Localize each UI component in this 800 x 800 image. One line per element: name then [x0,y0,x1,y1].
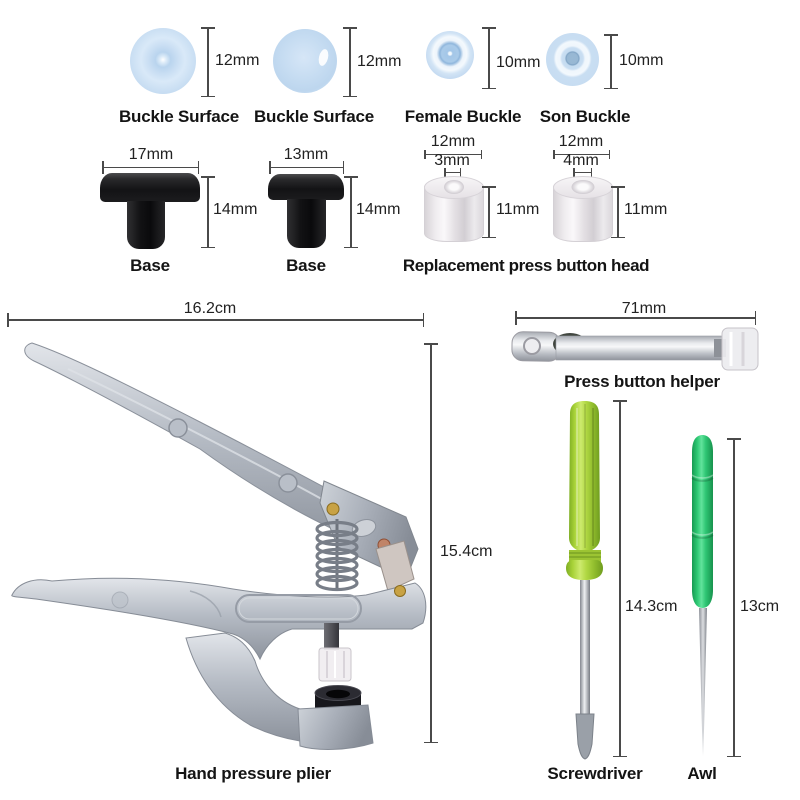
female-buckle-photo [426,31,474,79]
buckle-surface-2-dim-label: 12mm [357,53,402,70]
head-2-outer-line [553,150,610,159]
base-1-height-label: 14mm [213,201,258,218]
female-buckle-label: Female Buckle [404,107,522,126]
buckle-surface-1-dim-label: 12mm [215,52,260,69]
plier-length-label: 16.2cm [183,300,237,317]
helper-length-label: 71mm [621,300,667,317]
awl-photo [691,435,714,756]
hand-pressure-plier-photo [11,342,427,750]
son-buckle-photo [546,33,599,86]
screwdriver-length-line [613,400,627,757]
base-2-height-line [344,176,358,248]
buckle-surface-1-dim-line [201,27,215,97]
female-buckle-dim-label: 10mm [496,54,541,71]
base-1-height-line [201,176,215,248]
base-2-width-line [269,161,344,174]
head-1-outer-line [424,150,482,159]
buckle-surface-2-photo [273,29,337,93]
head-2-height-line [611,186,625,238]
buckle-surface-1-label: Buckle Surface [118,107,240,126]
press-button-helper-photo [511,327,759,371]
buckle-surface-1-photo [130,28,196,94]
replacement-head-2-photo [553,176,613,242]
replacement-head-1-photo [424,176,484,242]
son-buckle-dim-line [604,34,618,89]
base-1-label: Base [130,256,170,275]
helper-length-line [515,311,756,325]
base-2-height-label: 14mm [356,201,401,218]
helper-label: Press button helper [564,372,720,391]
screwdriver-photo [566,401,603,760]
base-1-width-line [102,161,199,174]
head-2-hole-label: 4mm [563,152,599,169]
head-1-height-line [482,186,496,238]
awl-length-line [727,438,741,757]
head-1-outer-label: 12mm [430,133,476,150]
head-2-hole-line [573,168,592,177]
awl-label: Awl [687,764,717,783]
awl-length-label: 13cm [740,598,780,615]
son-buckle-label: Son Buckle [539,107,631,126]
plier-label: Hand pressure plier [175,764,331,783]
screwdriver-label: Screwdriver [547,764,643,783]
head-2-outer-label: 12mm [558,133,604,150]
plier-length-line [7,313,424,327]
plier-height-label: 15.4cm [440,543,493,560]
base-2-cap [268,174,344,200]
female-buckle-dim-line [482,27,496,89]
plier-height-line [424,343,438,743]
buckle-surface-2-label: Buckle Surface [253,107,375,126]
base-2-stem [287,199,326,248]
replacement-head-label: Replacement press button head [402,256,650,275]
screwdriver-length-label: 14.3cm [625,598,678,615]
base-1-stem [127,201,165,249]
base-1-cap [100,173,200,202]
head-2-height-label: 11mm [624,201,668,218]
base-1-width-label: 17mm [128,146,174,163]
son-buckle-dim-label: 10mm [619,52,664,69]
base-2-width-label: 13mm [283,146,329,163]
head-1-hole-line [444,168,461,177]
head-1-height-label: 11mm [496,201,540,218]
base-2-label: Base [286,256,326,275]
buckle-surface-2-dim-line [343,27,357,97]
head-1-hole-label: 3mm [434,152,470,169]
